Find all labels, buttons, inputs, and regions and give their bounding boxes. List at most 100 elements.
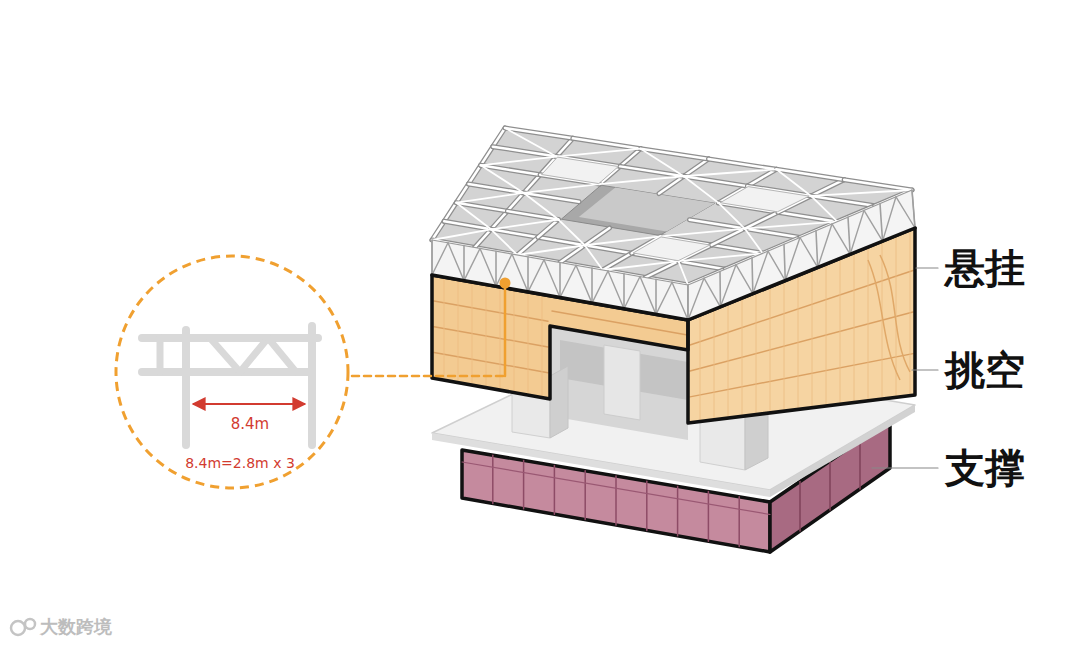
courtyard (561, 185, 715, 235)
truss-diagonal (672, 282, 688, 320)
truss-icon (142, 326, 318, 445)
truss-post (463, 246, 465, 281)
truss-post (308, 326, 316, 445)
truss-diagonal (556, 149, 640, 157)
truss-shadow (620, 149, 641, 167)
truss-member (481, 147, 493, 166)
truss-shadow (684, 159, 709, 176)
truss-post (157, 338, 164, 372)
truss-diagonal (883, 197, 896, 241)
truss-diagonal (640, 277, 656, 315)
podium-rib (859, 441, 861, 490)
roof-edge (688, 228, 915, 320)
mullion (770, 289, 771, 411)
truss-diagonal (528, 260, 544, 292)
truss-member (745, 229, 800, 238)
callout-circle: 8.4m 8.4m=2.8m x 3 (114, 254, 350, 490)
part-name: 悬挂 (945, 244, 1025, 292)
mullion (742, 300, 743, 414)
truss-member (456, 184, 468, 203)
truss-shadow (585, 245, 632, 253)
pier-side (550, 366, 568, 438)
floor-line (434, 301, 548, 321)
truss-post (848, 217, 850, 254)
truss-shadow (493, 128, 505, 147)
truss-diagonal (464, 248, 480, 280)
truss-post (751, 258, 753, 294)
podium-rib (584, 471, 586, 520)
truss-diagonal (576, 265, 592, 303)
part-name: 支撑 (945, 444, 1025, 492)
truss-member (684, 159, 709, 176)
mullion (472, 284, 473, 383)
truss-shadow (745, 229, 800, 238)
truss-chord (142, 334, 318, 342)
truss-post (816, 231, 818, 268)
truss-member (556, 138, 572, 156)
truss-diagonal (505, 128, 556, 157)
truss-shadow (524, 193, 579, 202)
dimension-arrow (193, 403, 305, 405)
truss-diagonal (718, 203, 744, 229)
truss-post (559, 263, 561, 298)
floor-line (434, 353, 548, 373)
truss-diagonal (608, 271, 624, 309)
mullion (458, 282, 459, 381)
leader-dot (500, 278, 511, 289)
truss-member (844, 180, 912, 190)
mullion (812, 272, 813, 406)
floor-line (690, 312, 913, 371)
truss-member (524, 193, 579, 202)
truss-member (507, 211, 558, 219)
truss-diagonal (481, 165, 524, 193)
truss-diagonal (432, 243, 448, 275)
truss-post (880, 204, 883, 242)
truss-shadow (641, 149, 709, 159)
truss-diagonal (832, 224, 850, 254)
truss-diagonal (558, 220, 584, 246)
truss-diagonal (704, 278, 720, 307)
truss-diagonal (603, 261, 679, 270)
truss-shadow (709, 159, 777, 169)
mullion (840, 260, 841, 402)
truss-diagonal (480, 248, 496, 286)
truss-post (623, 274, 625, 309)
floor-line (690, 354, 913, 397)
truss-diagonal (585, 245, 603, 270)
truss-diagonal (268, 338, 296, 372)
truss-member (620, 149, 641, 167)
dimension-label: 8.4m (231, 415, 269, 433)
leader-line (912, 369, 938, 370)
circle-outline (114, 254, 350, 490)
truss-diagonal (481, 157, 557, 166)
truss-diagonal (656, 282, 672, 314)
truss-diagonal (811, 196, 837, 222)
dimension-formula: 8.4m=2.8m x 3 (185, 455, 295, 471)
mullion (542, 296, 543, 395)
truss-member (493, 128, 505, 147)
truss-diagonal (491, 220, 558, 230)
part-name: 挑空 (945, 346, 1025, 394)
mullion (714, 311, 715, 417)
podium-rib (615, 476, 617, 525)
mullion (910, 232, 911, 394)
truss-member (444, 203, 456, 222)
truss-shadow (432, 221, 444, 240)
truss-post (527, 257, 529, 292)
roof-side (432, 240, 688, 320)
truss-member (432, 221, 444, 240)
podium-rib (677, 486, 679, 535)
truss-member (469, 165, 481, 184)
truss-diagonal (432, 229, 491, 240)
truss-member (444, 221, 491, 229)
logo-ring (25, 619, 35, 629)
mullion (514, 291, 515, 390)
mullion (444, 279, 445, 378)
truss-diagonal (544, 260, 560, 298)
mullion (784, 283, 785, 409)
truss-diagonal (800, 238, 818, 268)
mullion (500, 289, 501, 388)
text-slot: 8.4m=2.8m x 3 (185, 455, 295, 471)
suspended-floors (432, 228, 915, 423)
